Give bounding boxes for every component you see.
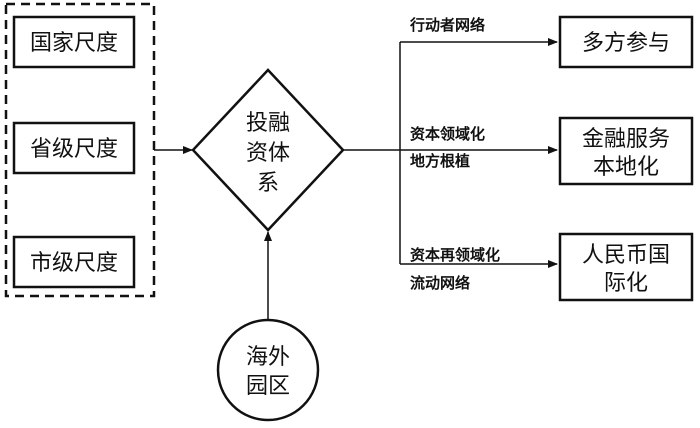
diamond-line-1: 投融 [246, 111, 290, 136]
finance-system-diamond: 投融 资体 系 [191, 68, 345, 232]
scale-box-provincial: 省级尺度 [12, 121, 136, 175]
scale-label-national: 国家尺度 [30, 31, 118, 56]
scale-box-city: 市级尺度 [12, 235, 136, 289]
branch-label-capital-territorialization: 资本领域化 [410, 125, 485, 143]
diamond-line-2: 资体 [246, 141, 290, 166]
park-line-2: 园区 [246, 374, 290, 399]
branch-label-capital-reterritorialization: 资本再领域化 [410, 246, 500, 264]
branch-label-flow-network: 流动网络 [410, 274, 470, 292]
outcome-box-rmb-internationalization: 人民币国 际化 [558, 232, 694, 302]
branch-label-actor-network: 行动者网络 [409, 16, 485, 34]
diamond-line-3: 系 [257, 171, 279, 196]
outcome-box-multi-party: 多方参与 [558, 15, 694, 69]
outcome-box-finance-localization: 金融服务 本地化 [558, 116, 694, 186]
overseas-park-circle: 海外 园区 [216, 318, 320, 422]
scale-label-provincial: 省级尺度 [30, 137, 118, 162]
scale-box-national: 国家尺度 [12, 15, 136, 69]
outcome-finance-line-1: 金融服务 [582, 127, 670, 152]
park-line-1: 海外 [246, 345, 290, 370]
scale-label-city: 市级尺度 [30, 251, 118, 276]
outcome-rmb-line-2: 际化 [604, 271, 648, 296]
outcome-rmb-line-1: 人民币国 [582, 243, 670, 268]
branch-label-local-embedding: 地方根植 [410, 152, 470, 170]
outcome-multi-party: 多方参与 [582, 31, 670, 56]
outcome-finance-line-2: 本地化 [593, 155, 659, 180]
